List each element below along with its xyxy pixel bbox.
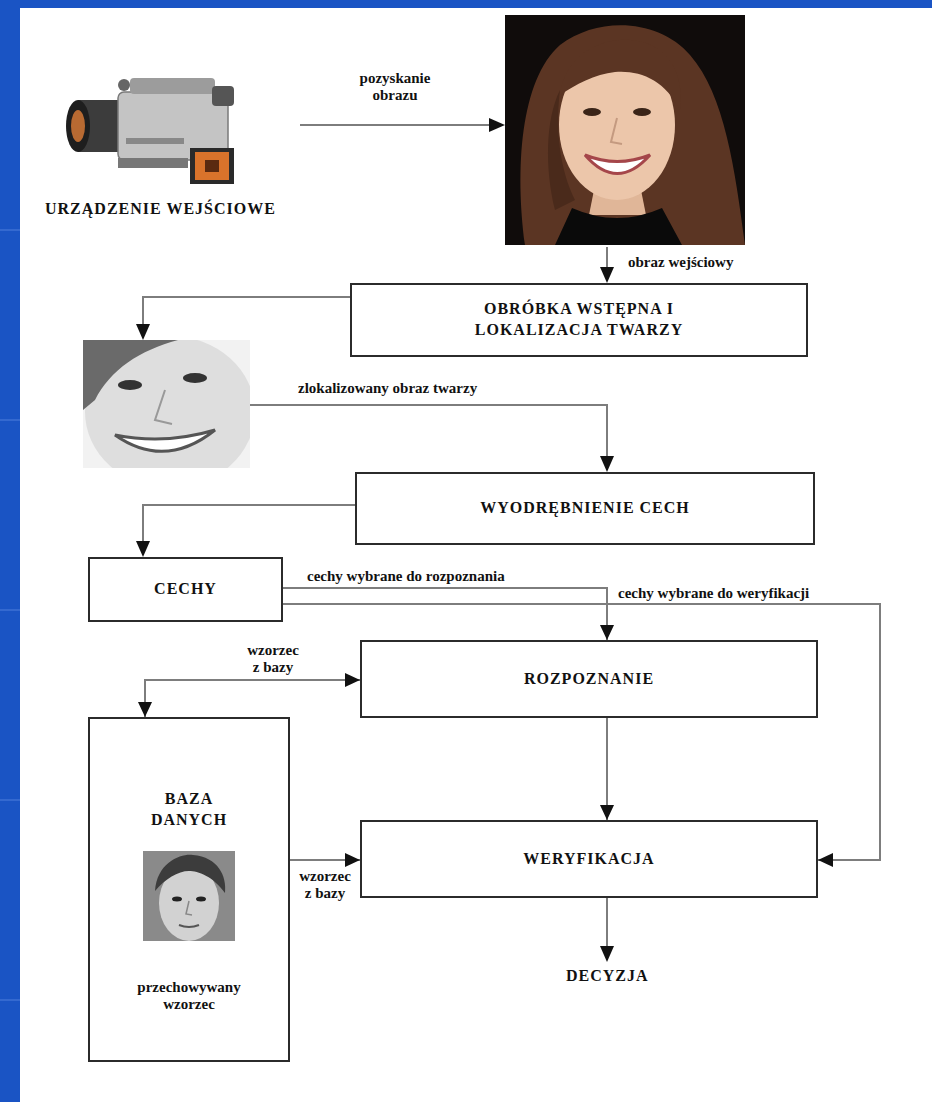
- crop-hair: [83, 340, 178, 410]
- template-eye: [196, 896, 206, 901]
- crop-background: [83, 340, 250, 468]
- process-box: WYODRĘBNIENIE CECH: [355, 472, 815, 545]
- flow-line: [606, 247, 608, 270]
- stored-template-photo: [143, 851, 235, 941]
- flow-line: [606, 898, 608, 948]
- input-photo: [505, 15, 745, 245]
- box-title: WERYFIKACJA: [523, 849, 654, 870]
- decision-output: DECYZJA: [566, 966, 649, 987]
- template-eye: [172, 896, 182, 901]
- box-title: BAZA DANYCH: [144, 789, 234, 831]
- arrowhead: [600, 946, 614, 962]
- process-box: OBRÓBKA WSTĘPNA I LOKALIZACJA TWARZY: [350, 283, 808, 357]
- camera-screen-image: [195, 152, 229, 180]
- camera-body: [118, 92, 228, 160]
- template-hair: [155, 854, 225, 892]
- process-box: ROZPOZNANIE: [360, 640, 818, 718]
- arrowhead: [489, 118, 505, 132]
- camera-screen: [190, 148, 234, 184]
- crop-face: [85, 340, 250, 468]
- flow-label: pozyskanie obrazu: [340, 70, 450, 105]
- arrowhead: [345, 673, 360, 687]
- box-title: ROZPOZNANIE: [524, 669, 654, 690]
- frame-grid-line: [0, 420, 20, 421]
- arrowhead: [600, 456, 614, 472]
- flow-line: [250, 405, 607, 460]
- photo-smile: [585, 155, 650, 174]
- connector-line: [283, 588, 607, 640]
- edge-label: cechy wybrane do rozpoznania: [305, 568, 507, 585]
- photo-hair-strand: [548, 90, 575, 210]
- connector: [283, 588, 614, 640]
- photo-bangs: [560, 40, 681, 110]
- arrowhead: [345, 853, 360, 867]
- crop-eye: [118, 380, 142, 390]
- box-title: OBRÓBKA WSTĘPNA I LOKALIZACJA TWARZY: [459, 299, 699, 341]
- template-nose: [186, 901, 192, 915]
- edge-label: wzorzec z bazy: [241, 642, 305, 675]
- crop-smile: [115, 430, 215, 451]
- flow-line: [143, 505, 355, 545]
- camera-screen-detail: [205, 160, 219, 172]
- flow-label: zlokalizowany obraz twarzy: [298, 380, 477, 397]
- connector-line: [606, 718, 608, 820]
- connector: [290, 853, 360, 867]
- flow-label: obraz wejściowy: [628, 254, 733, 271]
- photo-eye: [583, 108, 601, 116]
- arrowhead: [138, 702, 152, 717]
- connector: [138, 673, 360, 717]
- box-title: WYODRĘBNIENIE CECH: [480, 498, 690, 519]
- photo-face: [559, 50, 675, 200]
- arrowhead: [600, 625, 614, 640]
- database-box: BAZA DANYCH przechowywany wzorzec: [88, 717, 290, 1062]
- data-box: CECHY: [88, 557, 283, 622]
- device-caption: URZĄDZENIE WEJŚCIOWE: [45, 199, 276, 220]
- connector-line: [290, 859, 360, 861]
- crop-nose: [155, 390, 172, 424]
- edge-label: cechy wybrane do weryfikacji: [616, 585, 811, 602]
- connector: [600, 718, 614, 820]
- arrowhead: [600, 805, 614, 820]
- camera-lens-barrel: [78, 100, 123, 152]
- camera-viewfinder: [212, 86, 234, 106]
- box-caption: przechowywany wzorzec: [124, 979, 254, 1014]
- photo-sweater: [555, 208, 682, 245]
- process-box: WERYFIKACJA: [360, 820, 818, 898]
- camera-lens: [66, 100, 90, 152]
- camera-handle: [130, 78, 215, 94]
- frame-grid-line: [0, 800, 20, 801]
- flow-line: [143, 297, 350, 327]
- frame-grid-line: [0, 610, 20, 611]
- photo-eye: [633, 108, 651, 116]
- box-title: CECHY: [154, 579, 217, 600]
- camera-lens-glass: [71, 110, 85, 142]
- camera-detail: [126, 138, 184, 144]
- slide-ground: [20, 8, 932, 1102]
- camera-mic: [118, 79, 130, 91]
- arrowhead: [818, 853, 833, 867]
- connector-line: [145, 680, 360, 717]
- photo-nose: [611, 118, 622, 144]
- face-crop: [83, 340, 250, 468]
- photo-background: [505, 15, 745, 245]
- frame-grid-line: [0, 230, 20, 231]
- connector: [283, 604, 880, 867]
- crop-eye: [183, 373, 207, 383]
- template-background: [143, 851, 235, 941]
- flow-line: [300, 124, 491, 126]
- photo-neck: [589, 185, 646, 215]
- arrowhead: [136, 324, 150, 340]
- arrowhead: [136, 541, 150, 557]
- frame-grid-line: [0, 1000, 20, 1001]
- photo-hair: [521, 25, 745, 245]
- template-mouth: [179, 925, 199, 927]
- camera-base: [118, 158, 188, 168]
- edge-label: wzorzec z bazy: [293, 868, 357, 901]
- arrowhead: [600, 267, 614, 283]
